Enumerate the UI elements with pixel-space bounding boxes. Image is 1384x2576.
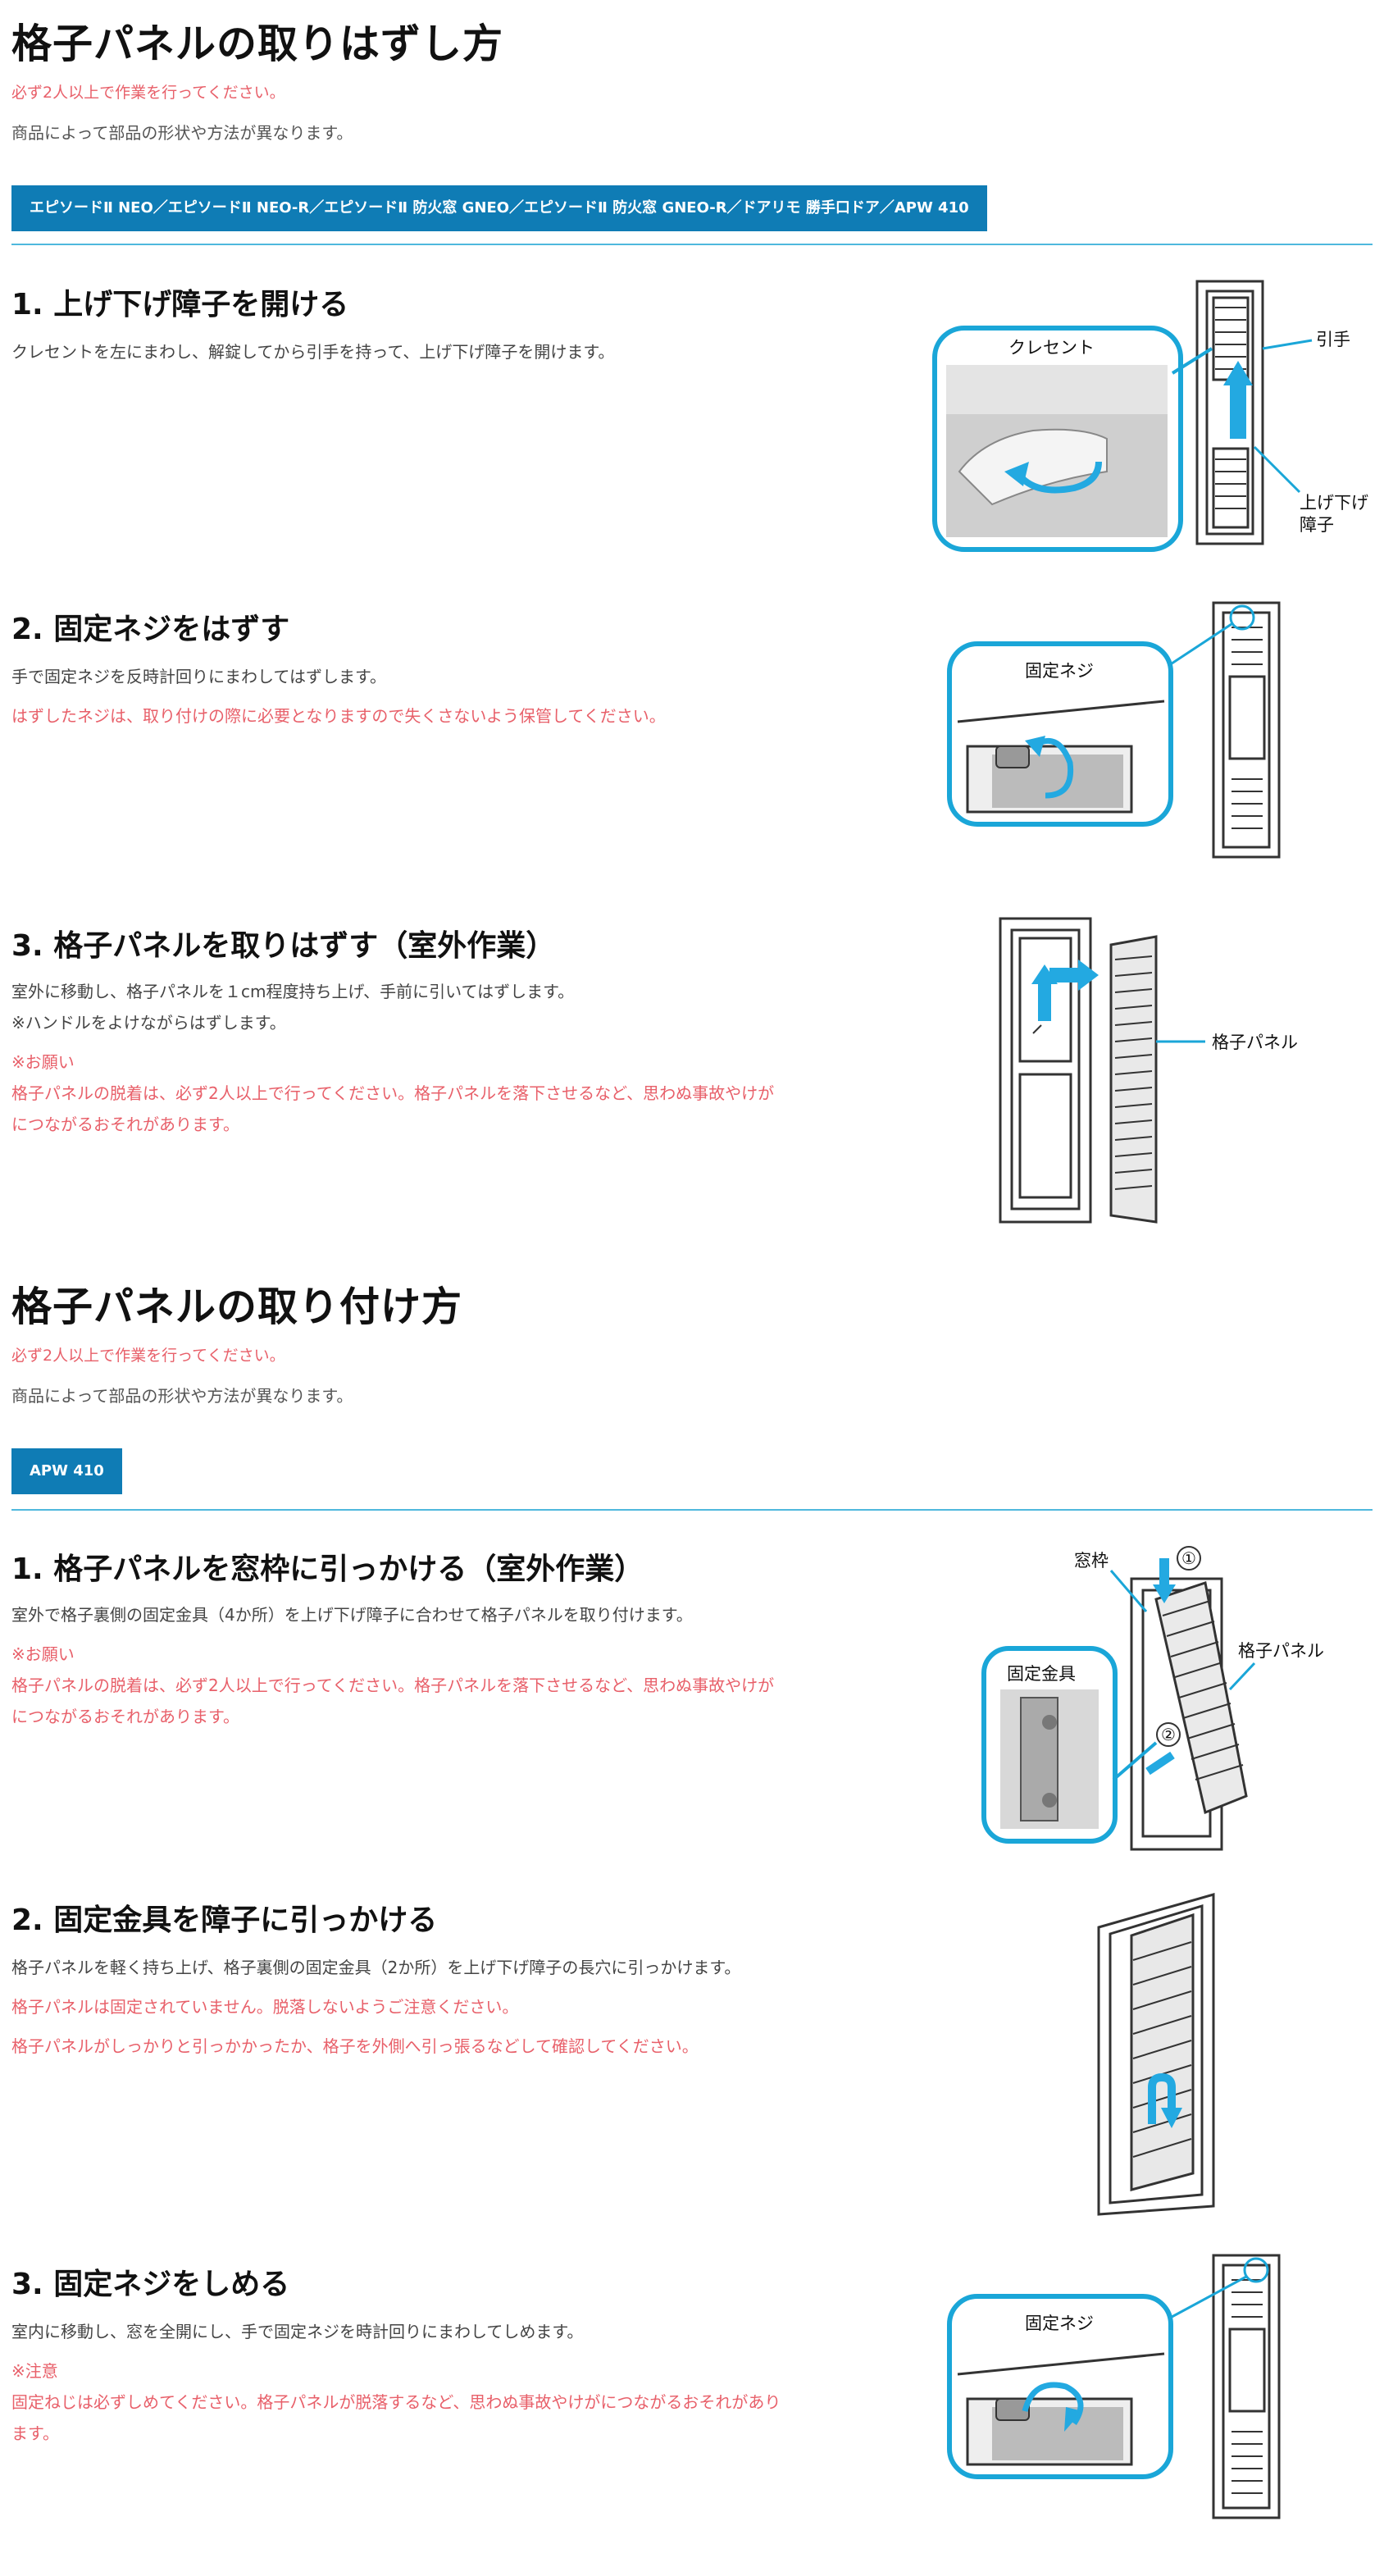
callout-sash-label-1: 上げ下げ — [1300, 493, 1368, 513]
rotate-arrow-icon — [1031, 737, 1074, 799]
install-step1-title: 1. 格子パネルを窓枠に引っかける（室外作業） — [11, 1552, 644, 1586]
removal-note: 商品によって部品の形状や方法が異なります。 — [11, 123, 353, 143]
removal-step3-illustration: 格子パネル — [999, 917, 1298, 1224]
callout-crescent-label: クレセント — [1008, 338, 1095, 358]
install-title: 格子パネルの取り付け方 — [11, 1283, 463, 1330]
divider — [11, 244, 1373, 245]
rotate-arrow-icon — [1022, 2382, 1084, 2425]
step-number-2: ② — [1161, 1725, 1176, 1744]
window-drawing — [1195, 280, 1264, 545]
divider — [11, 1509, 1373, 1511]
install-step1-text: 室外で格子裏側の固定金具（4か所）を上げ下げ障子に合わせて格子パネルを取り付けま… — [11, 1605, 775, 1726]
install-step3-title: 3. 固定ネジをしめる — [11, 2268, 290, 2301]
removal-step1-title: 1. 上げ下げ障子を開ける — [11, 288, 349, 321]
removal-step2-text: 手で固定ネジを反時計回りにまわしてはずします。 はずしたネジは、取り付けの際に必… — [11, 667, 666, 726]
removal-step1-illustration: クレセント 引手 上げ下げ 障子 — [932, 280, 1368, 552]
right-arrow-icon — [1049, 960, 1099, 991]
callout-sash-label-2: 障子 — [1300, 515, 1334, 535]
hook-arrow-icon — [1148, 2072, 1176, 2124]
callout-panel-label: 格子パネル — [1212, 1033, 1298, 1052]
callout-screw-label: 固定ネジ — [1025, 2314, 1094, 2333]
removal-title: 格子パネルの取りはずし方 — [11, 21, 504, 67]
removal-products-tag[interactable]: エピソードⅡ NEO／エピソードⅡ NEO-R／エピソードⅡ 防火窓 GNEO／… — [11, 185, 987, 231]
step-number-1: ① — [1181, 1548, 1196, 1568]
callout-screw-label: 固定ネジ — [1025, 661, 1094, 681]
removal-warning: 必ず2人以上で作業を行ってください。 — [11, 84, 285, 102]
removal-step3-text: 室外に移動し、格子パネルを１cm程度持ち上げ、手前に引いてはずします。 ※ハンド… — [11, 982, 775, 1134]
install-note: 商品によって部品の形状や方法が異なります。 — [11, 1386, 353, 1406]
install-step2-text: 格子パネルを軽く持ち上げ、格子裏側の固定金具（2か所）を上げ下げ障子の長穴に引っ… — [11, 1958, 741, 2056]
callout-frame-label: 窓枠 — [1074, 1551, 1109, 1571]
install-products-tag[interactable]: APW 410 — [11, 1448, 122, 1494]
install-step2-illustration — [1097, 1893, 1215, 2216]
callout-bracket-label: 固定金具 — [1007, 1664, 1076, 1684]
callout-handle-label: 引手 — [1316, 330, 1350, 349]
removal-step2-illustration: 固定ネジ — [947, 601, 1281, 859]
removal-step3-title: 3. 格子パネルを取りはずす（室外作業） — [11, 929, 556, 963]
removal-step2-title: 2. 固定ネジをはずす — [11, 613, 290, 646]
removal-step1-text: クレセントを左にまわし、解錠してから引手を持って、上げ下げ障子を開けます。 — [11, 342, 615, 362]
install-warning: 必ず2人以上で作業を行ってください。 — [11, 1347, 285, 1365]
install-step2-title: 2. 固定金具を障子に引っかける — [11, 1904, 438, 1937]
install-step3-illustration: 固定ネジ — [947, 2254, 1281, 2519]
install-step1-illustration: ① ② 窓枠 格子パネル 固定金具 — [981, 1546, 1324, 1851]
install-step3-text: 室内に移動し、窓を全開にし、手で固定ネジを時計回りにまわしてしめます。 ※注意 … — [11, 2322, 781, 2443]
callout-panel-label: 格子パネル — [1238, 1641, 1324, 1661]
up-arrow-icon — [1223, 361, 1253, 439]
rotate-arrow-icon — [1013, 461, 1102, 494]
